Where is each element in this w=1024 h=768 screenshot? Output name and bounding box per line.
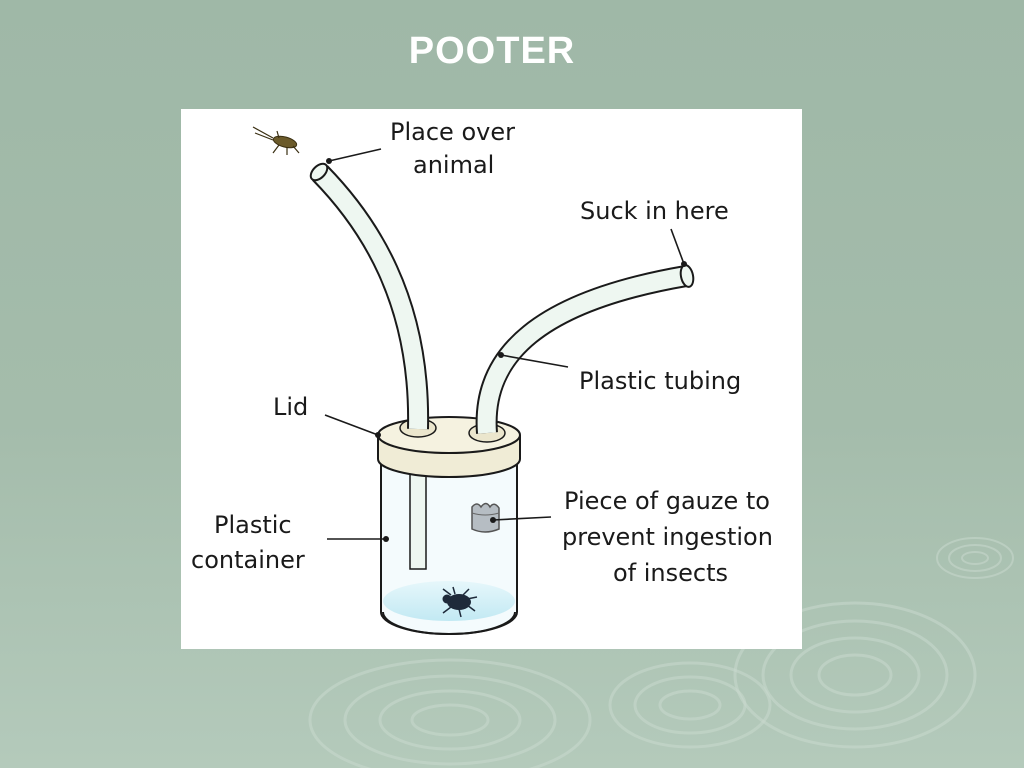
label-gauze-line1: Piece of gauze to (564, 487, 770, 515)
slide-title: POOTER (408, 30, 576, 72)
label-container-line2: container (191, 546, 305, 574)
pooter-diagram-svg: Place over animal Suck in here Plastic t… (191, 118, 773, 635)
label-place-over-line2: animal (413, 151, 494, 179)
pooter-diagram: Place over animal Suck in here Plastic t… (181, 109, 802, 649)
label-gauze-line2: prevent ingestion (562, 523, 773, 551)
gauze-piece (471, 502, 500, 533)
plastic-container (380, 453, 518, 635)
label-suck-in: Suck in here (580, 197, 729, 225)
leader-lines (324, 148, 685, 540)
insect-icon (252, 126, 300, 155)
label-tubing: Plastic tubing (579, 367, 741, 395)
lid (377, 416, 521, 478)
label-lid: Lid (273, 393, 308, 421)
label-gauze-line3: of insects (613, 559, 728, 587)
label-container-line1: Plastic (214, 511, 292, 539)
label-place-over-line1: Place over (390, 118, 515, 146)
beetle-icon (442, 586, 478, 618)
